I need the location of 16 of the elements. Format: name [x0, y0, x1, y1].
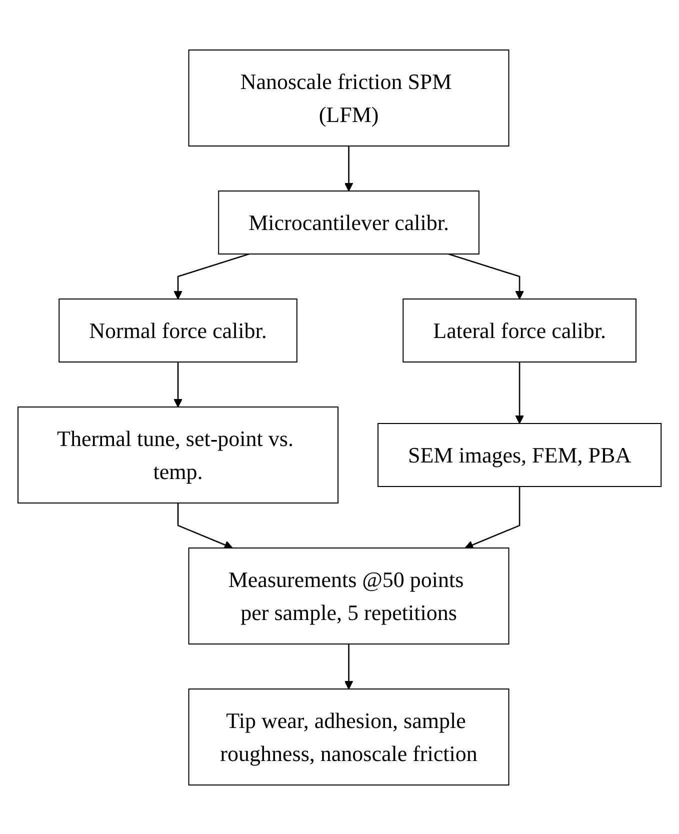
arrow: [515, 362, 524, 424]
arrow: [177, 502, 233, 549]
node-box: SEM images, FEM, PBA: [377, 422, 662, 486]
arrow: [464, 486, 520, 549]
arrow: [174, 362, 182, 407]
node-box: Normal force calibr.: [58, 298, 298, 362]
node-box: Thermal tune, set-point vs. temp.: [17, 406, 338, 503]
node-box: Measurements @50 points per sample, 5 repetitions: [188, 547, 510, 644]
node-box: Nanoscale friction SPM (LFM): [188, 49, 510, 146]
arrow: [174, 252, 250, 299]
node-box: Microcantilever calibr.: [218, 190, 480, 254]
arrow: [344, 644, 354, 689]
node-box: Tip wear, adhesion, sample roughness, nanoscale friction: [188, 688, 510, 785]
arrow: [448, 252, 524, 299]
node-box: Lateral force calibr.: [402, 298, 636, 362]
arrow: [344, 146, 354, 191]
